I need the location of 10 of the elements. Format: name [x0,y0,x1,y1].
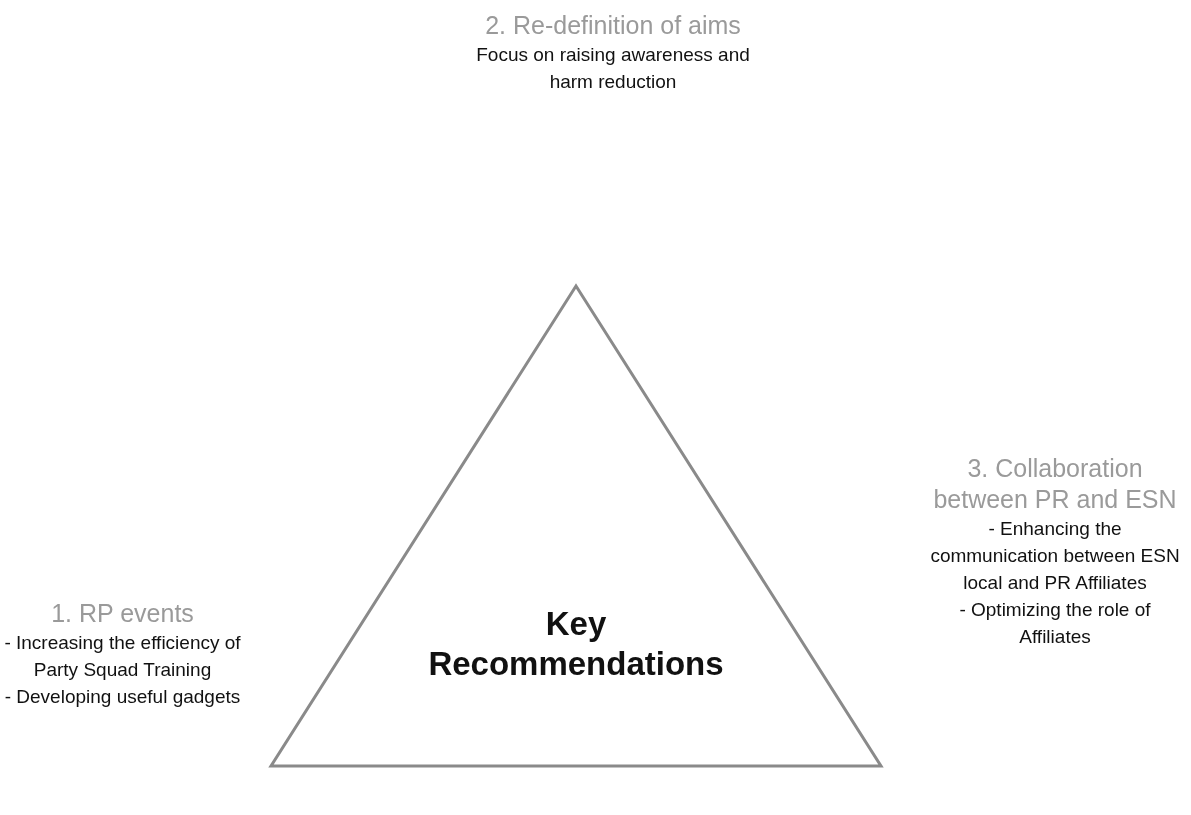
corner-heading: 3. Collaboration between PR and ESN [932,453,1178,515]
corner-note: - Developing useful gadgets [3,685,242,709]
corner-note: Focus on raising awareness and harm reduction [475,43,751,94]
corner-heading: 1. RP events [50,598,195,629]
corner-note: - Optimizing the role of Affiliates [958,598,1152,649]
corner-heading: 2. Re-definition of aims [484,10,742,41]
triangle-shape [268,283,884,769]
center-title: Key Recommendations [427,604,725,684]
corner-note: - Enhancing the communication between ESN local and PR Affiliates [929,517,1181,595]
corner-note: - Increasing the efficiency of Party Squad Training [3,631,242,682]
